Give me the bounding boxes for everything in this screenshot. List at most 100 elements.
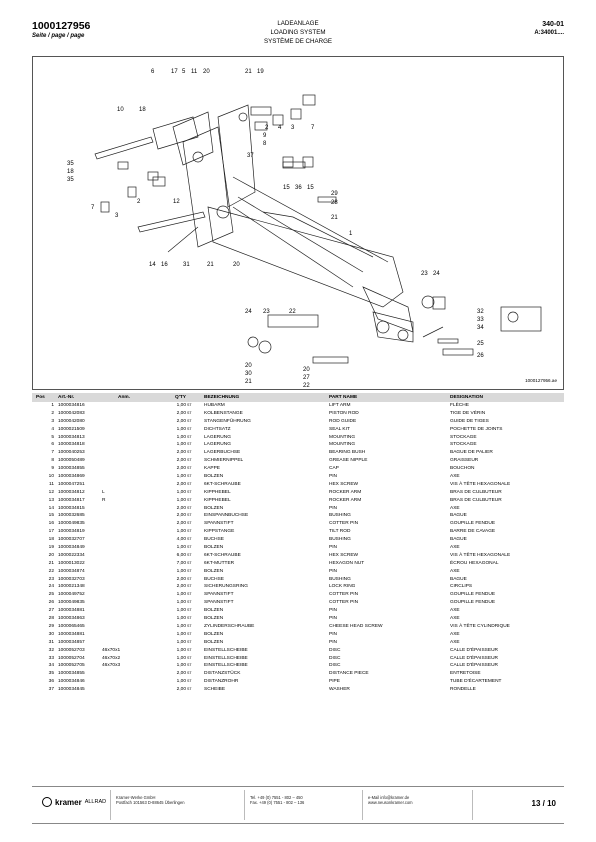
row-quantity: 1,00 bbox=[176, 403, 186, 408]
svg-text:36: 36 bbox=[295, 185, 302, 191]
row-unit: ST bbox=[187, 497, 192, 502]
row-quantity: 1,00 bbox=[176, 568, 186, 574]
row-article-number: 1000034869 bbox=[58, 474, 85, 480]
row-bezeichnung: LAGERUNG bbox=[204, 434, 231, 440]
row-article-number: 1000049835 bbox=[58, 600, 85, 606]
row-part-name: PISTON ROD bbox=[329, 410, 359, 416]
row-article-number: 1000049752 bbox=[58, 592, 85, 598]
row-article-number: 1000032685 bbox=[58, 513, 85, 519]
page-label: Seite / page / page bbox=[32, 33, 85, 39]
row-quantity: 2,00 bbox=[176, 687, 186, 693]
row-part-name: LOCK RING bbox=[329, 584, 356, 590]
serial-range: A:34001.... bbox=[534, 30, 564, 36]
row-quantity: 6,00 bbox=[176, 552, 186, 558]
row-designation: GRAISSEUR bbox=[450, 458, 479, 464]
section-info: 340-01 A:34001.... bbox=[534, 20, 564, 38]
svg-text:20: 20 bbox=[203, 69, 210, 75]
row-designation: BARRE DE CAVAGE bbox=[450, 529, 496, 535]
row-designation: GOUPILLE FENDUE bbox=[450, 600, 496, 606]
row-quantity: 2,00 bbox=[176, 410, 186, 416]
col-qty: Q'TY bbox=[175, 395, 187, 400]
svg-text:11: 11 bbox=[191, 69, 198, 75]
svg-text:8: 8 bbox=[263, 141, 267, 147]
row-quantity: 1,00 bbox=[176, 608, 186, 614]
mounting-left bbox=[217, 104, 256, 208]
row-pos: 37 bbox=[48, 687, 54, 693]
row-article-number: 1000034881 bbox=[58, 608, 85, 614]
row-unit: ST bbox=[187, 663, 192, 668]
row-part-name: DISC bbox=[329, 647, 341, 653]
piston-rod-2a bbox=[254, 121, 268, 131]
row-article-number: 1000052703 bbox=[58, 647, 85, 653]
row-unit: ST bbox=[187, 679, 192, 684]
row-part-name: COTTER PIN bbox=[329, 600, 359, 606]
row-part-name: BEARING BUSH bbox=[329, 450, 366, 456]
row-bezeichnung: 6KT-MUTTER bbox=[204, 560, 235, 566]
row-article-number: 1000034815 bbox=[58, 505, 85, 511]
row-pos: 14 bbox=[48, 505, 54, 511]
row-bezeichnung: EINSTELLSCHEIBE bbox=[204, 647, 248, 653]
row-quantity: 2,00 bbox=[176, 584, 186, 590]
pin-27 bbox=[312, 356, 349, 364]
bearing-2 bbox=[216, 205, 230, 219]
row-quantity: 2,00 bbox=[176, 466, 186, 472]
brand-logo-icon bbox=[42, 797, 52, 807]
row-designation: BAGUE bbox=[450, 576, 467, 582]
row-article-number: 1000013022 bbox=[58, 560, 85, 566]
row-part-name: PIN bbox=[329, 639, 337, 645]
row-quantity: 2,00 bbox=[176, 576, 186, 582]
row-pos: 3 bbox=[51, 418, 54, 424]
row-article-number: 1000042083 bbox=[58, 410, 85, 416]
row-designation: BAGUE bbox=[450, 537, 467, 543]
row-designation: ÉCROU HEXAGONAL bbox=[450, 560, 499, 566]
row-designation: GOUPILLE FENDUE bbox=[450, 521, 496, 527]
svg-text:19: 19 bbox=[257, 69, 264, 75]
row-article-number: 1000034819 bbox=[58, 529, 85, 535]
row-bezeichnung: KIPPHEBEL bbox=[204, 497, 231, 503]
cotter-pin-25 bbox=[437, 338, 459, 344]
row-unit: ST bbox=[187, 513, 192, 518]
row-designation: RONDELLE bbox=[450, 687, 476, 693]
col-anm: Anm. bbox=[118, 395, 130, 400]
row-pos: 9 bbox=[51, 466, 54, 472]
row-article-number: 1000034863 bbox=[58, 616, 85, 622]
row-bezeichnung: KIPPSTANGE bbox=[204, 529, 235, 535]
email-link[interactable]: e-Mail info@kramer.de bbox=[368, 795, 410, 800]
row-part-name: PIN bbox=[329, 608, 337, 614]
row-designation: ENTRETOISE bbox=[450, 671, 481, 677]
row-note: L bbox=[102, 489, 105, 495]
row-pos: 23 bbox=[48, 576, 54, 582]
row-unit: ST bbox=[187, 655, 192, 660]
svg-text:35: 35 bbox=[67, 177, 74, 183]
website-link[interactable]: www.neusonkramer.com bbox=[368, 800, 413, 806]
row-part-name: PIN bbox=[329, 474, 337, 480]
row-designation: VIS À TÊTE HEXAGONALE bbox=[450, 552, 511, 558]
svg-text:31: 31 bbox=[183, 262, 190, 268]
row-part-name: ROCKER ARM bbox=[329, 497, 362, 503]
svg-text:12: 12 bbox=[173, 199, 180, 205]
row-part-name: BUSHING bbox=[329, 576, 351, 582]
svg-text:23: 23 bbox=[421, 271, 428, 277]
row-part-name: CHEESE HEAD SCREW bbox=[329, 623, 383, 629]
svg-text:23: 23 bbox=[263, 309, 270, 315]
row-designation: CIRCLIPS bbox=[450, 584, 473, 590]
svg-text:21: 21 bbox=[245, 379, 252, 385]
row-bezeichnung: STANGENFÜHRUNG bbox=[204, 418, 251, 424]
row-part-name: HEX SCREW bbox=[329, 481, 359, 487]
row-part-name: WASHER bbox=[329, 687, 350, 693]
row-unit: ST bbox=[187, 489, 192, 494]
cylinder-link bbox=[262, 211, 374, 258]
svg-text:18: 18 bbox=[67, 169, 74, 175]
row-bezeichnung: SPANNSTIFT bbox=[204, 600, 234, 606]
title-fr: SYSTÈME DE CHARGE bbox=[263, 38, 333, 45]
row-designation: AXE bbox=[450, 608, 460, 614]
piston-rod-1 bbox=[232, 206, 354, 288]
row-unit: ST bbox=[187, 671, 192, 676]
row-part-name: PIN bbox=[329, 545, 337, 551]
